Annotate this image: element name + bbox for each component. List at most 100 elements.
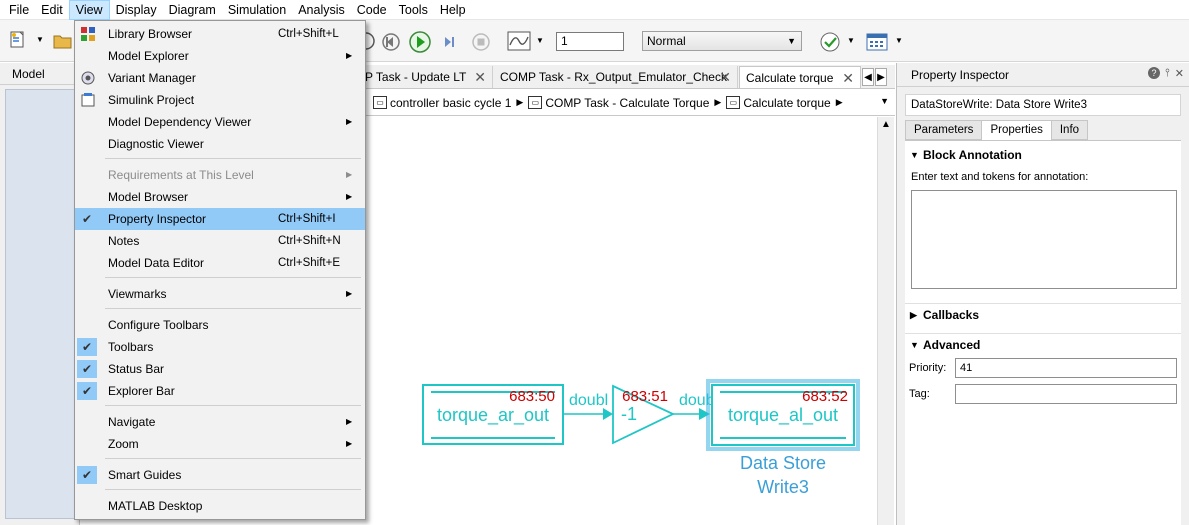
menu-diagram[interactable]: Diagram	[168, 2, 216, 17]
menu-item-explorer-bar[interactable]: ✔ Explorer Bar	[75, 380, 365, 402]
section-callbacks[interactable]: ▶ Callbacks	[905, 303, 1181, 325]
gain-block[interactable]: 683:51 -1	[612, 384, 676, 445]
menu-item-requirements-at-this-level: Requirements at This Level ▶	[75, 164, 365, 186]
menu-edit[interactable]: Edit	[41, 2, 63, 17]
menu-item-configure-toolbars[interactable]: Configure Toolbars	[75, 314, 365, 336]
menu-view[interactable]: View	[68, 0, 110, 20]
menu-file[interactable]: File	[9, 2, 30, 17]
canvas-vertical-scrollbar[interactable]: ▲	[877, 117, 894, 525]
calendar-dropdown-chevron-icon[interactable]: ▼	[895, 35, 903, 45]
block-execution-id: 683:52	[802, 388, 848, 405]
menu-item-status-bar[interactable]: ✔ Status Bar	[75, 358, 365, 380]
menu-item-label: Zoom	[108, 437, 139, 451]
close-icon[interactable]: ✕	[474, 69, 486, 85]
model-browser-tree[interactable]	[5, 89, 75, 519]
tab-scroll-right-icon[interactable]: ▶	[875, 68, 887, 86]
menu-item-zoom[interactable]: Zoom ▶	[75, 433, 365, 455]
menu-item-label: Property Inspector	[108, 212, 207, 226]
step-back-icon[interactable]	[380, 31, 402, 53]
menu-code[interactable]: Code	[356, 2, 387, 17]
advisor-dropdown-chevron-icon[interactable]: ▼	[847, 35, 855, 45]
tab-properties[interactable]: Properties	[981, 120, 1052, 141]
menu-analysis[interactable]: Analysis	[298, 2, 345, 17]
menu-item-label: Model Data Editor	[108, 256, 205, 270]
close-icon[interactable]: ✕	[719, 69, 731, 85]
tab-scroll-left-icon[interactable]: ◀	[862, 68, 874, 86]
tab-label: Calculate torque	[746, 71, 834, 85]
menu-item-smart-guides[interactable]: ✔ Smart Guides	[75, 464, 365, 486]
menu-bar: File Edit View Display Diagram Simulatio…	[0, 0, 1189, 20]
checkmark-icon: ✔	[81, 212, 93, 226]
menu-item-notes[interactable]: Notes Ctrl+Shift+N	[75, 230, 365, 252]
priority-input[interactable]: 41	[955, 358, 1177, 378]
tab-label: P Task - Update LT	[365, 70, 467, 84]
stop-time-input[interactable]: 1	[556, 32, 624, 51]
tab-parameters[interactable]: Parameters	[905, 120, 983, 140]
breadcrumb-item-comp-task-calculate-torque[interactable]: ▭ COMP Task - Calculate Torque	[528, 96, 709, 110]
stop-icon[interactable]	[470, 31, 492, 53]
tab-rx-output-emulator-check[interactable]: COMP Task - Rx_Output_Emulator_Check ✕	[494, 66, 738, 88]
breadcrumb-arrow-icon: ▶	[516, 97, 524, 107]
breadcrumb-label: COMP Task - Calculate Torque	[545, 95, 710, 110]
step-forward-icon[interactable]	[438, 31, 460, 53]
scope-icon[interactable]	[506, 30, 532, 52]
breadcrumb-arrow-icon: ▶	[835, 97, 843, 107]
model-canvas[interactable]: 683:50 torque_ar_out doubl 683:51 -1 dou…	[365, 117, 877, 525]
menu-item-variant-manager[interactable]: Variant Manager	[75, 67, 365, 89]
menu-item-toolbars[interactable]: ✔ Toolbars	[75, 336, 365, 358]
gain-value: -1	[621, 404, 637, 424]
breadcrumb-item-controller-basic-cycle[interactable]: ▭ controller basic cycle 1	[373, 96, 511, 110]
pin-icon[interactable]: ⫯	[1164, 67, 1170, 79]
model-browser-title: Model Brows	[0, 63, 79, 103]
menu-item-model-dependency-viewer[interactable]: Model Dependency Viewer ▶	[75, 111, 365, 133]
simulation-mode-select[interactable]: Normal ▼	[642, 31, 802, 51]
submenu-arrow-icon: ▶	[346, 289, 353, 298]
menu-item-model-explorer[interactable]: Model Explorer ▶	[75, 45, 365, 67]
submenu-arrow-icon: ▶	[346, 417, 353, 426]
menu-item-matlab-desktop[interactable]: MATLAB Desktop	[75, 495, 365, 517]
menu-item-model-data-editor[interactable]: Model Data Editor Ctrl+Shift+E	[75, 252, 365, 274]
menu-item-property-inspector[interactable]: ✔ Property Inspector Ctrl+Shift+I	[75, 208, 365, 230]
tab-calculate-torque[interactable]: Calculate torque ✕	[739, 66, 861, 88]
help-icon[interactable]: ?	[1147, 67, 1160, 79]
scroll-up-icon[interactable]: ▲	[881, 119, 891, 130]
calendar-grid-icon[interactable]	[864, 29, 890, 53]
scope-dropdown-chevron-icon[interactable]: ▼	[536, 35, 544, 45]
breadcrumb-item-calculate-torque[interactable]: ▭ Calculate torque	[726, 96, 831, 110]
new-model-icon[interactable]	[6, 29, 30, 51]
annotation-textarea[interactable]	[911, 190, 1177, 289]
submenu-arrow-icon: ▶	[346, 117, 353, 126]
variant-manager-icon	[80, 70, 96, 86]
new-dropdown-chevron-icon[interactable]: ▼	[36, 34, 44, 44]
menu-tools[interactable]: Tools	[398, 2, 428, 17]
section-block-annotation[interactable]: ▼ Block Annotation	[905, 144, 1181, 166]
block-caption: Write3	[757, 477, 809, 497]
menu-item-diagnostic-viewer[interactable]: Diagnostic Viewer	[75, 133, 365, 155]
data-store-read-block[interactable]: 683:50 torque_ar_out	[422, 384, 564, 445]
menu-help[interactable]: Help	[439, 2, 466, 17]
subsystem-icon: ▭	[373, 96, 387, 109]
menu-item-model-browser[interactable]: Model Browser ▶	[75, 186, 365, 208]
breadcrumb: ▭ controller basic cycle 1 ▶ ▭ COMP Task…	[365, 90, 895, 116]
tag-input[interactable]	[955, 384, 1177, 404]
data-store-write-block[interactable]: 683:52 torque_al_out Data Store Write3	[706, 379, 860, 497]
close-icon[interactable]: ✕	[1174, 68, 1184, 80]
model-advisor-check-icon[interactable]	[818, 30, 842, 54]
close-icon[interactable]: ✕	[842, 70, 854, 86]
menu-item-label: Library Browser	[108, 27, 193, 41]
block-execution-id: 683:51	[622, 388, 668, 405]
tab-info[interactable]: Info	[1050, 120, 1089, 140]
menu-simulation[interactable]: Simulation	[227, 2, 287, 17]
menu-item-navigate[interactable]: Navigate ▶	[75, 411, 365, 433]
menu-item-library-browser[interactable]: Library Browser Ctrl+Shift+L	[75, 23, 365, 45]
menu-item-label: MATLAB Desktop	[108, 499, 203, 513]
menu-display[interactable]: Display	[115, 2, 157, 17]
tab-update-lt[interactable]: P Task - Update LT ✕	[365, 66, 493, 88]
menu-item-viewmarks[interactable]: Viewmarks ▶	[75, 283, 365, 305]
breadcrumb-menu-chevron-icon[interactable]: ▼	[880, 96, 889, 106]
menu-item-simulink-project[interactable]: Simulink Project	[75, 89, 365, 111]
signal-line[interactable]: doubl	[563, 392, 613, 420]
open-folder-icon[interactable]	[52, 31, 74, 51]
section-advanced[interactable]: ▼ Advanced	[905, 333, 1181, 355]
run-icon[interactable]	[407, 29, 433, 55]
